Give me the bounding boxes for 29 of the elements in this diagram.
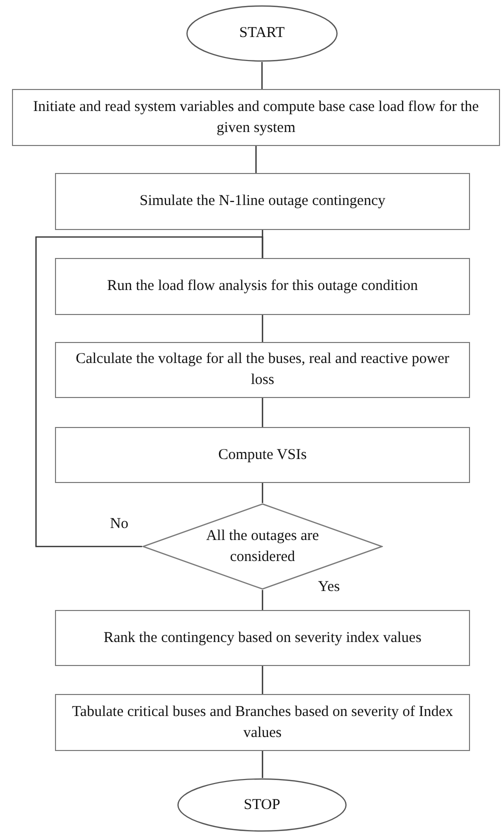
node-text: Run the load flow analysis for this outage condition [106, 277, 419, 296]
decision-diamond [142, 503, 383, 590]
node-text: START [238, 24, 286, 43]
node-text: Calculate the voltage for all the buses, real and reactive power loss [74, 350, 450, 390]
process-box [55, 258, 470, 315]
connector-line [35, 236, 264, 548]
process-box [55, 427, 470, 483]
connector-line [262, 398, 264, 427]
connector-line [262, 666, 264, 694]
connector-line [261, 62, 263, 89]
process-box [55, 610, 470, 666]
terminal-ellipse [177, 778, 347, 832]
process-box [55, 173, 470, 230]
process-box [55, 694, 470, 751]
connector-line [255, 146, 257, 173]
connector-line [262, 751, 264, 778]
node-text: Tabulate critical buses and Branches based on severity of Index values [71, 702, 454, 742]
node-text: STOP [242, 796, 282, 814]
connector-line [262, 315, 264, 342]
process-box [12, 89, 500, 146]
node-text: Initiate and read system variables and compute base case load flow for the given system [32, 98, 480, 138]
node-text: Simulate the N-1line outage contingency [138, 192, 386, 211]
terminal-ellipse [186, 5, 338, 62]
node-text: Rank the contingency based on severity index values [102, 628, 422, 648]
node-text: Compute VSIs [217, 446, 308, 464]
node-text: All the outages are considered [205, 526, 320, 566]
connector-line [262, 483, 264, 503]
process-box [55, 342, 470, 398]
connector-line [262, 590, 264, 610]
